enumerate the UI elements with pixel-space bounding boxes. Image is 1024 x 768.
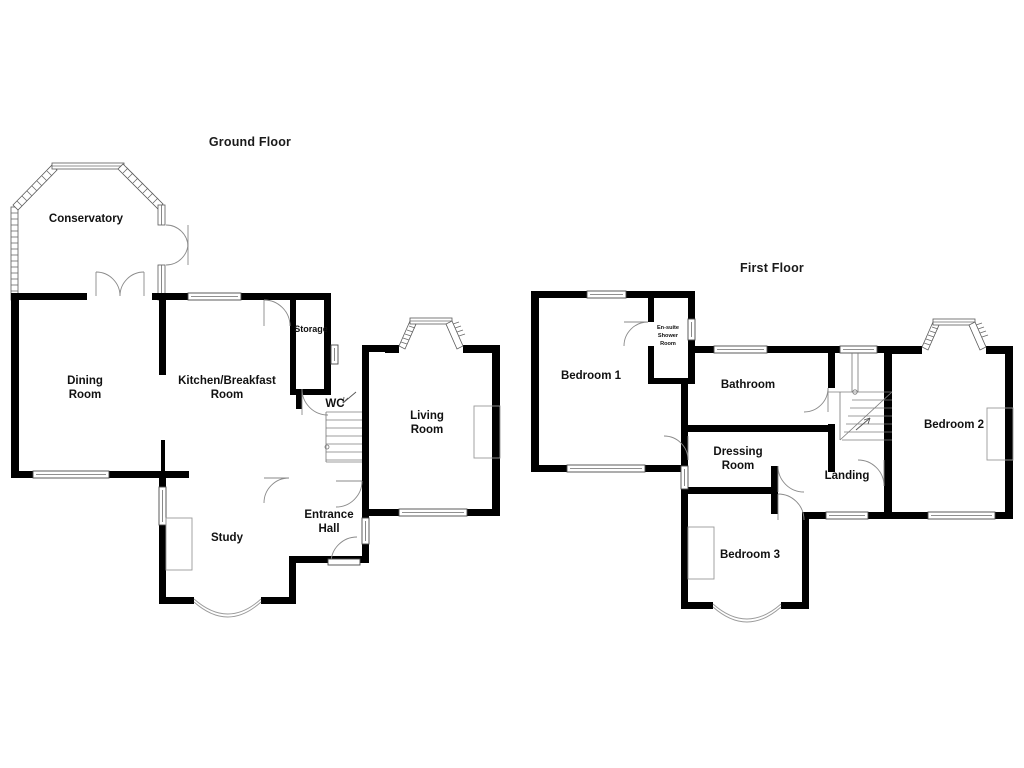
living-room-bay-window [398,317,466,350]
ground-floor-walls [11,293,500,604]
room-label-conservatory: Conservatory [49,213,124,225]
room-label-bedroom-3: Bedroom 3 [720,549,780,561]
bedroom3-fixture [687,526,715,580]
room-label-dining-room-line2: Room [69,389,102,401]
room-label-storage: Storage [294,324,328,334]
room-label-dressing-room-line2: Room [722,460,755,472]
ground-floor-staircase [324,391,362,463]
first-floor-title: First Floor [740,261,804,275]
room-label-bedroom-2: Bedroom 2 [924,419,984,431]
room-label-ensuite-line1: En-suite [657,325,679,331]
study-fixture [165,517,193,571]
room-label-bathroom: Bathroom [721,379,775,391]
first-floor-labels: Bedroom 1 En-suite Shower Room Bathroom … [561,325,984,561]
ground-floor-doors [263,299,363,566]
bedroom2-bay-window [921,318,989,351]
room-label-entrance-hall-line2: Hall [318,523,339,535]
first-floor-doors [623,321,885,521]
room-label-dining-room-line1: Dining [67,375,103,387]
first-floor-group: Bedroom 1 En-suite Shower Room Bathroom … [531,261,1014,623]
conservatory-dining-doors [95,271,145,297]
room-label-bedroom-1: Bedroom 1 [561,370,622,382]
first-floor-staircase [828,353,893,441]
room-label-kitchen-line2: Room [211,389,244,401]
first-floor-walls [531,291,1013,609]
room-label-entrance-hall-line1: Entrance [304,509,353,521]
living-room-fixture [473,405,501,459]
room-label-landing: Landing [825,470,870,482]
study-bow-window [193,598,262,618]
ground-floor-windows [32,292,468,545]
first-floor-windows [566,290,996,520]
room-label-dressing-room-line1: Dressing [713,446,762,458]
room-label-study: Study [211,532,244,544]
room-label-living-room-line2: Room [411,424,444,436]
room-label-kitchen-line1: Kitchen/Breakfast [178,375,276,387]
bedroom3-bow-window [712,603,782,623]
ground-floor-group: Conservatory Dining Room Kitchen/Breakfa… [10,135,501,618]
ground-floor-title: Ground Floor [209,135,291,149]
ground-floor-labels: Conservatory Dining Room Kitchen/Breakfa… [49,213,444,544]
bedroom2-fixture [986,407,1014,461]
room-label-ensuite-line2: Shower [658,333,679,339]
room-label-living-room-line1: Living [410,410,444,422]
room-label-wc: WC [325,398,344,410]
room-label-ensuite-line3: Room [660,341,676,347]
conservatory-structure [10,162,189,301]
ground-floor-partitions [161,300,165,478]
